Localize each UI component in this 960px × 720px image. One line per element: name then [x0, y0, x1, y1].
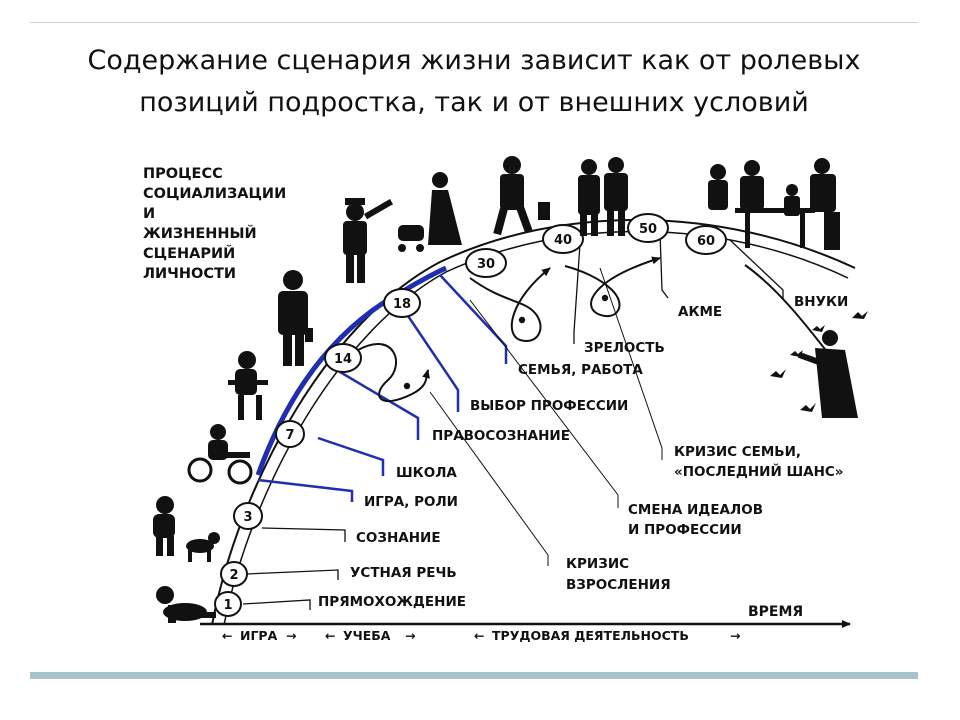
crisis-adulthood-line: КРИЗИС	[566, 556, 629, 572]
age-circle	[542, 224, 584, 254]
schoolchild-silhouette	[228, 351, 268, 420]
walking-man-silhouette	[493, 156, 550, 236]
cyclist-silhouette	[208, 424, 250, 460]
stage-grandchildren: ВНУКИ	[794, 294, 848, 310]
time-axis-label: ВРЕМЯ	[748, 604, 803, 620]
age-label: 40	[554, 233, 572, 248]
age-circle	[465, 248, 507, 278]
crisis-family-line: «ПОСЛЕДНИЙ ШАНС»	[674, 463, 844, 480]
heading-line: И	[143, 206, 155, 222]
period-play-arrow-right: →	[286, 628, 296, 643]
dog-silhouette	[186, 532, 220, 562]
period-study-arrow-right: →	[405, 628, 415, 643]
heading-line: СЦЕНАРИЙ	[143, 245, 235, 262]
age-circle	[685, 225, 727, 255]
age-circle	[233, 502, 263, 530]
period-study: УЧЕБА	[343, 628, 391, 643]
crisis-family-line: КРИЗИС СЕМЬИ,	[674, 444, 801, 460]
heading-line: ЖИЗНЕННЫЙ	[143, 225, 257, 242]
age-circle	[220, 561, 248, 587]
slide-footer-bar	[30, 672, 918, 679]
period-labels: ← ИГРА → ← УЧЕБА → ← ТРУДОВАЯ ДЕЯТЕЛЬНОС…	[222, 628, 740, 643]
slide-frame	[30, 22, 918, 679]
bicycle-wheels	[187, 457, 253, 485]
stage-school: ШКОЛА	[396, 465, 457, 481]
diagram-heading: ПРОЦЕСС СОЦИАЛИЗАЦИИ И ЖИЗНЕННЫЙ СЦЕНАРИ…	[143, 166, 286, 282]
age-label: 7	[285, 428, 294, 443]
grandfather-silhouette	[797, 330, 858, 418]
crisis-labels: КРИЗИС ВЗРОСЛЕНИЯ СМЕНА ИДЕАЛОВ И ПРОФЕС…	[566, 444, 844, 593]
crisis-loops	[357, 256, 836, 403]
period-work-arrow-right: →	[730, 628, 740, 643]
age-circle	[324, 343, 362, 373]
age-label: 30	[477, 257, 495, 272]
age-label: 18	[393, 297, 411, 312]
policeman-silhouette	[343, 198, 393, 283]
life-arc	[211, 219, 856, 626]
crisis-ideals-line: СМЕНА ИДЕАЛОВ	[628, 502, 763, 518]
heading-line: СОЦИАЛИЗАЦИИ	[143, 186, 286, 202]
age-circle	[383, 288, 421, 318]
loop-dots	[403, 294, 609, 390]
age-label: 14	[334, 352, 352, 367]
stage-walking: ПРЯМОХОЖДЕНИЕ	[318, 594, 466, 610]
stage-legal: ПРАВОСОЗНАНИЕ	[432, 428, 570, 444]
blue-connectors	[257, 274, 508, 502]
age-label: 1	[223, 598, 232, 613]
family-table-silhouette	[708, 158, 840, 250]
age-circle	[627, 213, 669, 243]
stage-profession: ВЫБОР ПРОФЕССИИ	[470, 398, 628, 414]
businessman-silhouette	[278, 270, 313, 366]
period-play-arrow-left: ←	[222, 628, 232, 643]
crisis-adulthood-line: ВЗРОСЛЕНИЯ	[566, 577, 671, 593]
stage-family: СЕМЬЯ, РАБОТА	[518, 362, 643, 378]
age-circle	[214, 591, 242, 617]
age-markers	[214, 213, 727, 617]
stage-labels: ПРЯМОХОЖДЕНИЕ УСТНАЯ РЕЧЬ СОЗНАНИЕ ИГРА,…	[318, 294, 848, 610]
stage-maturity: ЗРЕЛОСТЬ	[584, 340, 665, 356]
crisis-connectors	[429, 267, 663, 566]
heading-line: ЛИЧНОСТИ	[143, 266, 236, 282]
woman-stroller-silhouette	[398, 172, 462, 252]
heading-line: ПРОЦЕСС	[143, 166, 223, 182]
title-line-2: позиций подростка, так и от внешних усло…	[139, 87, 809, 118]
period-work: ТРУДОВАЯ ДЕЯТЕЛЬНОСТЬ	[492, 628, 689, 643]
slide-title: Содержание сценария жизни зависит как от…	[30, 40, 918, 124]
crisis-ideals-line: И ПРОФЕССИИ	[628, 522, 742, 538]
age-label: 60	[697, 234, 715, 249]
couple-silhouette	[578, 157, 628, 236]
stage-acme: АКМЕ	[678, 304, 722, 320]
age-label: 3	[243, 510, 252, 525]
age-label: 2	[229, 568, 238, 583]
age-labels: 1 2 3 7 14 18 30 40 50 60	[223, 222, 715, 613]
period-play: ИГРА	[240, 628, 278, 643]
stage-play: ИГРА, РОЛИ	[364, 494, 458, 510]
period-study-arrow-left: ←	[325, 628, 335, 643]
toddler-silhouette	[153, 496, 175, 556]
bird-silhouettes	[770, 311, 868, 412]
period-work-arrow-left: ←	[474, 628, 484, 643]
baby-silhouette	[156, 586, 216, 623]
title-line-1: Содержание сценария жизни зависит как от…	[87, 45, 861, 76]
silhouettes	[153, 156, 868, 623]
stage-consciousness: СОЗНАНИЕ	[356, 530, 441, 546]
age-circle	[275, 420, 305, 448]
stage-connectors	[242, 231, 784, 610]
stage-speech: УСТНАЯ РЕЧЬ	[350, 565, 457, 581]
age-label: 50	[639, 222, 657, 237]
